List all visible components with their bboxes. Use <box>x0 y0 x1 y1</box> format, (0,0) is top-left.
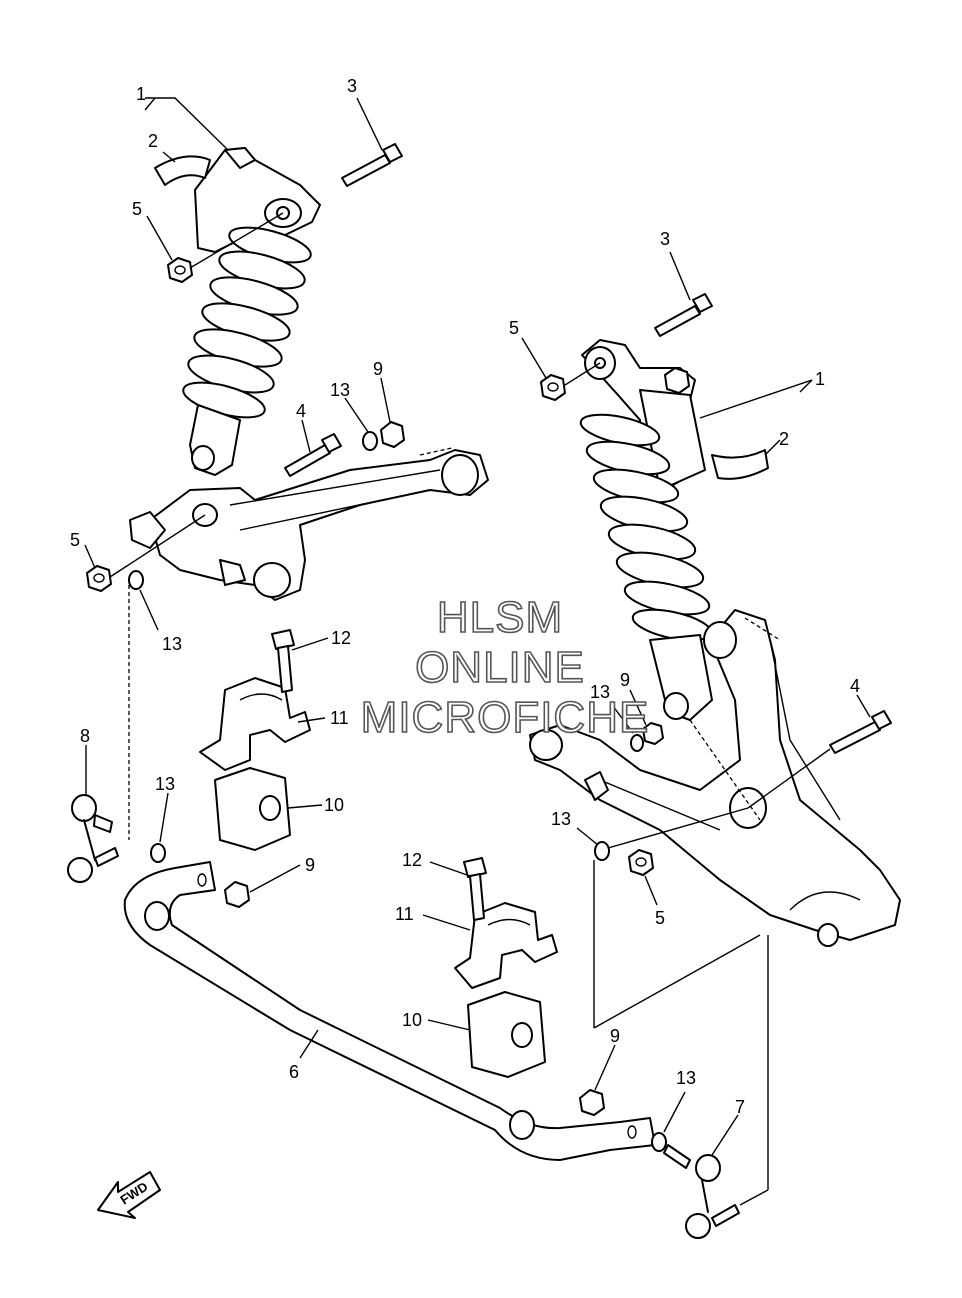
right-upper-bolt <box>654 293 713 337</box>
leader-lines <box>84 97 871 1156</box>
right-link-washer <box>651 1132 667 1152</box>
callout-10-right: 10 <box>402 1010 422 1030</box>
right-lower-nut <box>628 849 654 876</box>
callout-5-left-lower: 5 <box>70 530 80 550</box>
callout-9-stabilizer-left: 9 <box>305 855 315 875</box>
callout-10-left: 10 <box>324 795 344 815</box>
left-upper-bolt <box>341 143 403 187</box>
left-link-washer <box>150 843 166 863</box>
callout-3-right: 3 <box>660 229 670 249</box>
callout-7: 7 <box>735 1097 745 1117</box>
watermark: HLSM ONLINE MICROFICHE <box>360 592 650 743</box>
callout-12-right: 12 <box>402 850 422 870</box>
right-link-rod <box>663 1144 740 1239</box>
callout-12-left: 12 <box>331 628 351 648</box>
callout-13-left-upper: 13 <box>330 380 350 400</box>
right-upper-washer <box>630 734 644 752</box>
right-lower-washer <box>594 841 610 861</box>
callout-5-left-upper: 5 <box>132 199 142 219</box>
left-lower-nut <box>86 565 112 592</box>
left-shock-label-band <box>154 155 211 186</box>
right-lower-arm-nut <box>642 722 664 745</box>
callout-13-left-lower: 13 <box>162 634 182 654</box>
right-upper-nut <box>540 374 566 401</box>
callout-13-left-link: 13 <box>155 774 175 794</box>
callout-numbers: 1 2 3 5 13 9 4 5 13 12 11 8 13 10 9 6 3 … <box>70 76 860 1117</box>
left-lower-washer <box>128 570 144 590</box>
right-bushing <box>467 991 546 1078</box>
callout-11-left: 11 <box>330 708 349 728</box>
callout-3-left: 3 <box>347 76 357 96</box>
stabilizer-bar <box>123 861 656 1161</box>
callout-1-right: 1 <box>815 369 825 389</box>
right-lower-arm <box>529 609 901 947</box>
callout-6: 6 <box>289 1062 299 1082</box>
callout-4-left: 4 <box>296 401 306 421</box>
right-bushing-holder <box>454 902 558 989</box>
left-lower-arm <box>129 449 489 601</box>
callout-4-right: 4 <box>850 676 860 696</box>
left-shock-absorber <box>182 147 321 476</box>
left-lower-arm-nut <box>380 421 405 448</box>
forward-direction-arrow: FWD <box>97 1171 161 1219</box>
callout-1-left: 1 <box>136 84 146 104</box>
left-bushing <box>214 767 291 851</box>
right-shock-spring <box>579 413 713 642</box>
stabilizer-right-nut <box>579 1089 605 1116</box>
stabilizer-left-nut <box>224 881 250 908</box>
callout-13-right-lower: 13 <box>551 809 571 829</box>
watermark-line-3: MICROFICHE <box>361 693 650 742</box>
callout-9-right-upper: 9 <box>620 670 630 690</box>
right-shock-label-band <box>711 449 769 480</box>
left-upper-nut <box>167 257 193 283</box>
callout-11-right: 11 <box>395 904 414 924</box>
callout-9-stabilizer-right: 9 <box>610 1026 620 1046</box>
callout-5-right-lower: 5 <box>655 908 665 928</box>
callout-2-right: 2 <box>779 429 789 449</box>
left-bushing-holder <box>199 677 311 771</box>
right-holder-bolt <box>463 857 487 921</box>
callout-13-right-link: 13 <box>676 1068 696 1088</box>
left-holder-bolt <box>271 629 295 693</box>
left-link-rod <box>67 794 119 883</box>
right-shock-absorber <box>579 339 713 721</box>
watermark-line-1: HLSM <box>437 593 563 642</box>
right-lower-bolt <box>829 710 892 754</box>
left-shock-spring <box>182 226 312 419</box>
watermark-line-2: ONLINE <box>415 643 585 692</box>
callout-8: 8 <box>80 726 90 746</box>
callout-9-left-upper: 9 <box>373 359 383 379</box>
left-lower-bolt <box>284 433 342 477</box>
callout-13-right-upper: 13 <box>590 682 610 702</box>
left-upper-washer <box>362 431 378 451</box>
callout-5-right-upper: 5 <box>509 318 519 338</box>
callout-2-left: 2 <box>148 131 158 151</box>
